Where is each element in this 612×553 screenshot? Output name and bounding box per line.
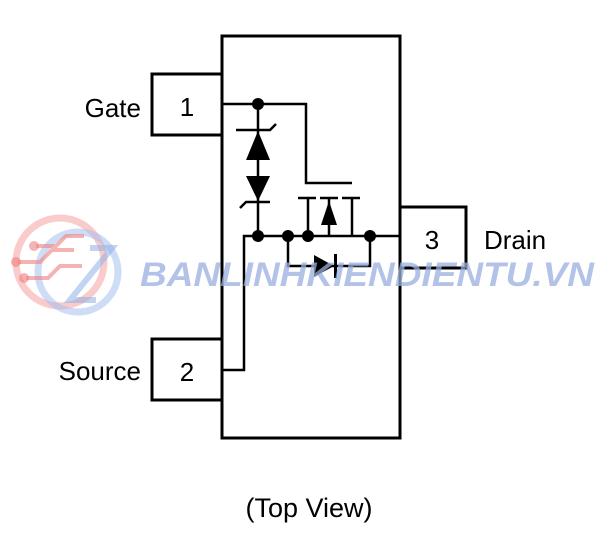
- diagram-caption: (Top View): [245, 493, 372, 523]
- pin-3-box: [398, 205, 468, 270]
- pin-2-number: 2: [180, 357, 194, 387]
- pin-1-box: [150, 72, 224, 137]
- watermark-text: BANLINHKIENDIENTU.VN: [140, 256, 596, 294]
- pin-3-label: Drain: [484, 225, 546, 255]
- pin-2-box: [150, 337, 224, 402]
- schematic-fills: [246, 98, 376, 278]
- pin-1-label: Gate: [85, 93, 141, 123]
- watermark-logo: [11, 214, 122, 316]
- pin-2-label: Source: [59, 356, 141, 386]
- pin-3-number: 3: [425, 225, 439, 255]
- internal-schematic: [222, 102, 400, 372]
- pin-1-number: 1: [180, 92, 194, 122]
